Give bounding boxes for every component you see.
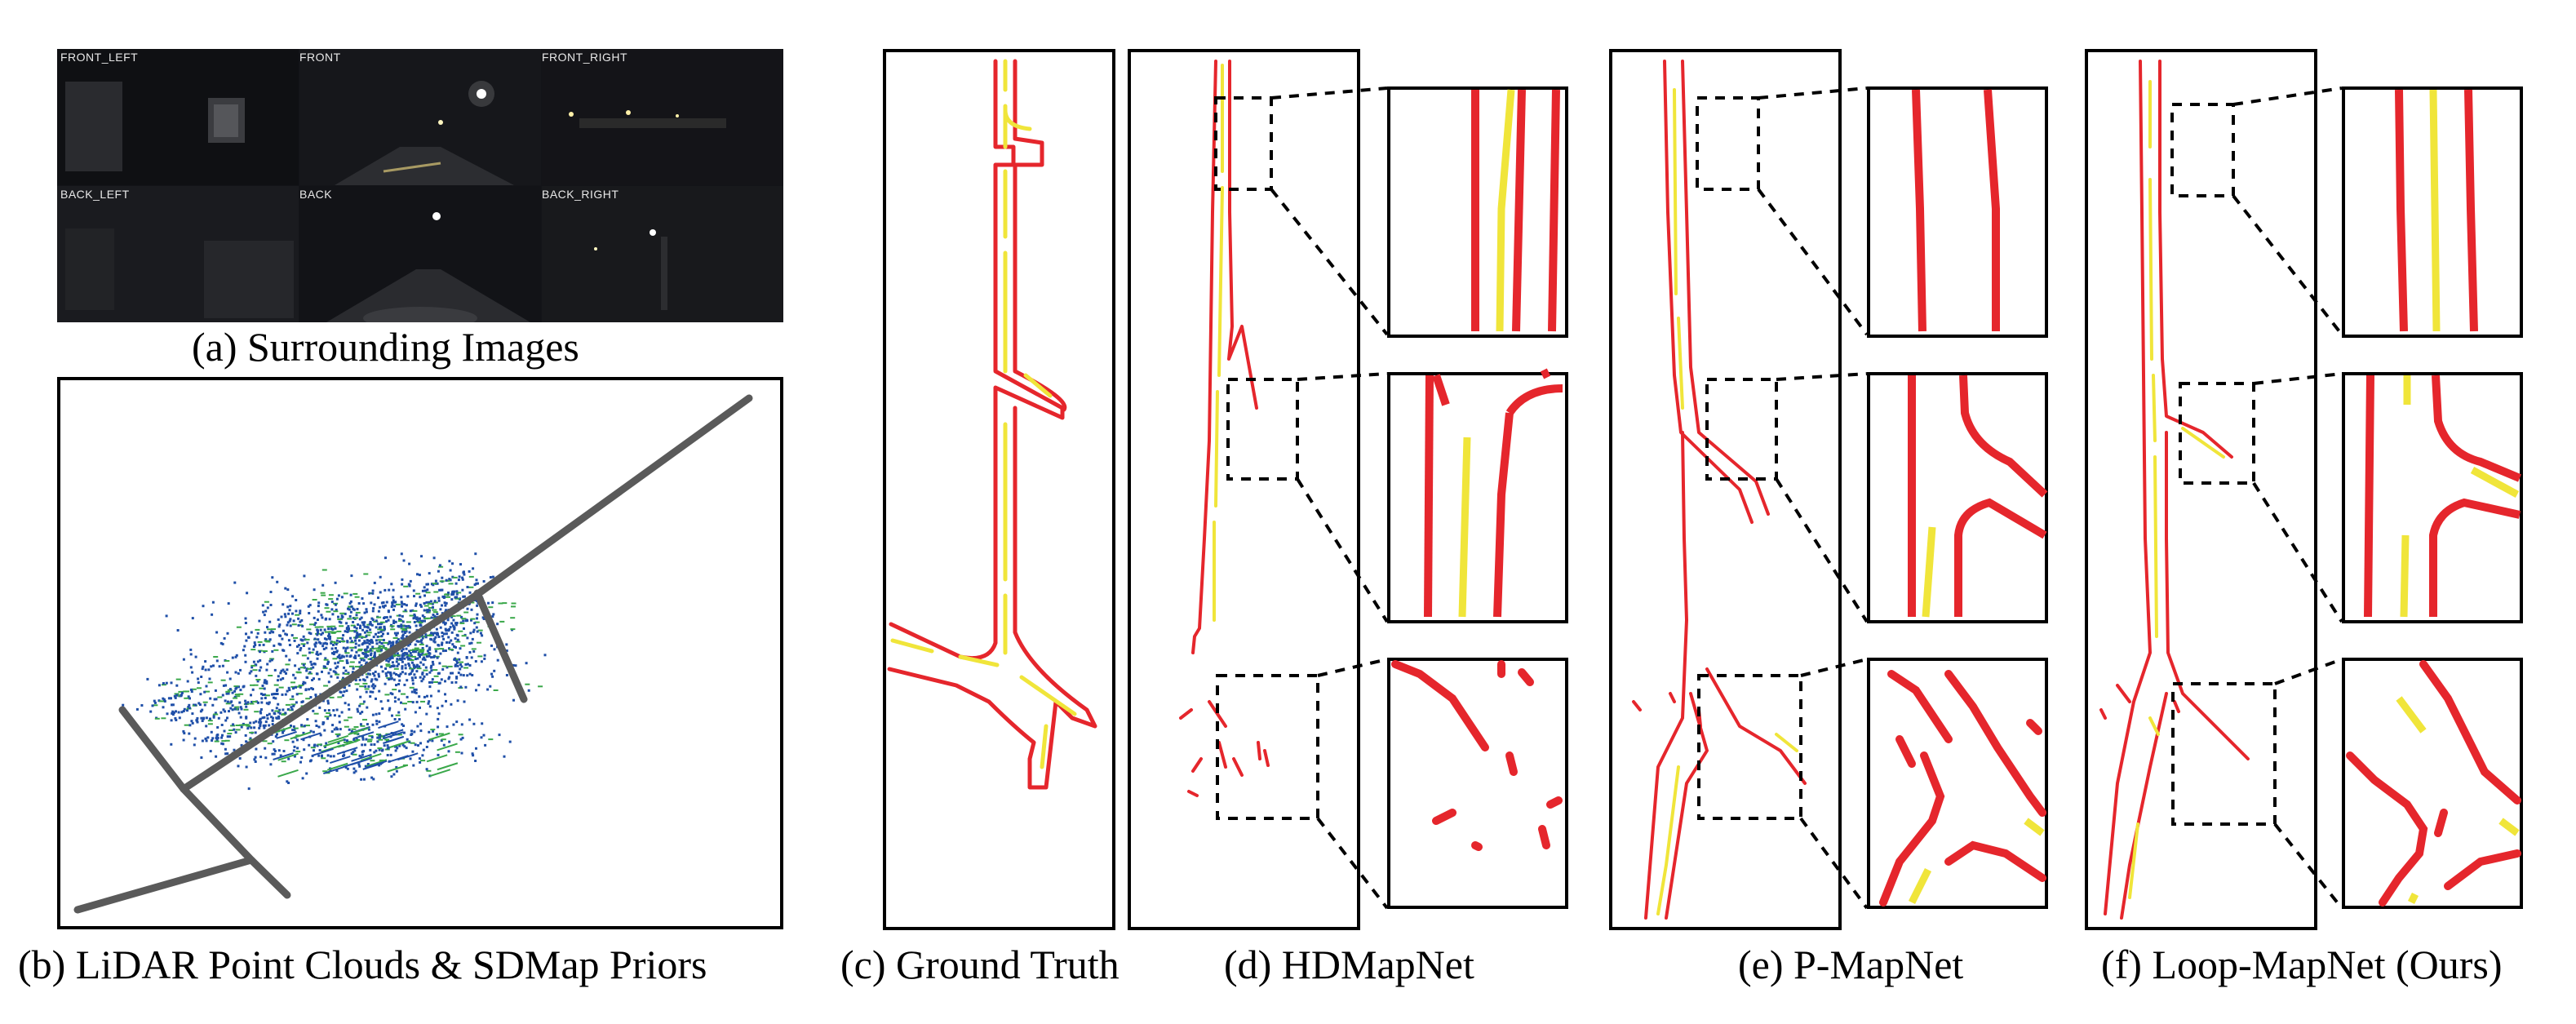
camera-label-back-left: BACK_LEFT bbox=[60, 188, 130, 201]
pmapnet-zoom-bottom-content bbox=[1879, 670, 2046, 907]
loopmapnet-zoom-bottom-content bbox=[2346, 660, 2521, 907]
pmapnet-zoom-middle-content bbox=[1908, 375, 2048, 618]
hdmapnet-zoom-bottom bbox=[1387, 658, 1568, 909]
hdmapnet-zoom-middle bbox=[1387, 372, 1568, 623]
pmapnet-map bbox=[1632, 60, 1807, 920]
camera-label-front-left: FRONT_LEFT bbox=[60, 51, 139, 64]
camera-label-back: BACK bbox=[299, 188, 333, 201]
camera-mosaic bbox=[57, 49, 783, 322]
surrounding-images: FRONT_LEFT FRONT FRONT_RIGHT BACK_LEFT B… bbox=[57, 49, 783, 322]
caption-surrounding-images: (a) Surrounding Images bbox=[192, 324, 579, 370]
sdmap-roads bbox=[73, 394, 753, 914]
lidar-panel bbox=[57, 377, 783, 929]
lidar-sdmap-plot bbox=[73, 394, 753, 914]
caption-pmapnet: (e) P-MapNet bbox=[1738, 942, 1964, 987]
hdmapnet-zoom-top-content bbox=[1471, 89, 1560, 332]
caption-lidar: (b) LiDAR Point Clouds & SDMap Priors bbox=[18, 942, 707, 987]
camera-label-front-right: FRONT_RIGHT bbox=[542, 51, 628, 64]
pmapnet-zoom-top bbox=[1867, 86, 2048, 338]
hdmapnet-zoom-middle-content bbox=[1424, 368, 1563, 618]
loopmapnet-zoom-middle-content bbox=[2364, 375, 2521, 618]
ground-truth-panel bbox=[883, 49, 1115, 930]
caption-hdmapnet: (d) HDMapNet bbox=[1224, 942, 1474, 987]
camera-label-back-right: BACK_RIGHT bbox=[542, 188, 619, 201]
pmapnet-zoom-top-content bbox=[1912, 89, 2000, 332]
hdmapnet-map bbox=[1179, 60, 1270, 797]
loopmapnet-zoom-top-content bbox=[2395, 89, 2478, 332]
caption-loopmapnet: (f) Loop-MapNet (Ours) bbox=[2101, 942, 2503, 987]
hdmapnet-zoom-bottom-content bbox=[1391, 660, 1563, 851]
camera-label-front: FRONT bbox=[299, 51, 341, 64]
ground-truth-map bbox=[887, 59, 1097, 790]
caption-ground-truth: (c) Ground Truth bbox=[840, 942, 1120, 987]
loopmapnet-map bbox=[2099, 60, 2250, 920]
